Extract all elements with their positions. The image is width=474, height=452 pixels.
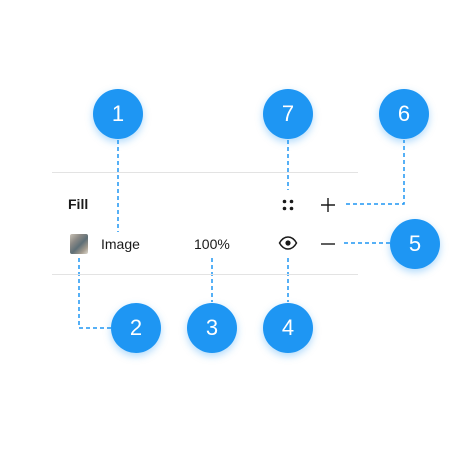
divider-top: [52, 172, 358, 173]
callout-badge-7: 7: [263, 89, 313, 139]
image-thumbnail[interactable]: [70, 234, 88, 254]
plus-icon[interactable]: [319, 196, 337, 214]
callout-badge-1: 1: [93, 89, 143, 139]
callout-badge-4: 4: [263, 303, 313, 353]
fill-section-title: Fill: [68, 196, 89, 212]
callout-badge-2: 2: [111, 303, 161, 353]
leader-line-6: [346, 140, 405, 205]
opacity-value[interactable]: 100%: [194, 236, 230, 252]
eye-icon[interactable]: [278, 235, 298, 251]
four-dots-icon[interactable]: [280, 197, 296, 213]
callout-badge-5: 5: [390, 219, 440, 269]
callout-badge-6: 6: [379, 89, 429, 139]
leader-line-2: [78, 258, 112, 329]
fill-type-label[interactable]: Image: [101, 236, 140, 252]
callout-badge-3: 3: [187, 303, 237, 353]
minus-icon[interactable]: [319, 235, 337, 253]
divider-bottom: [52, 274, 358, 275]
